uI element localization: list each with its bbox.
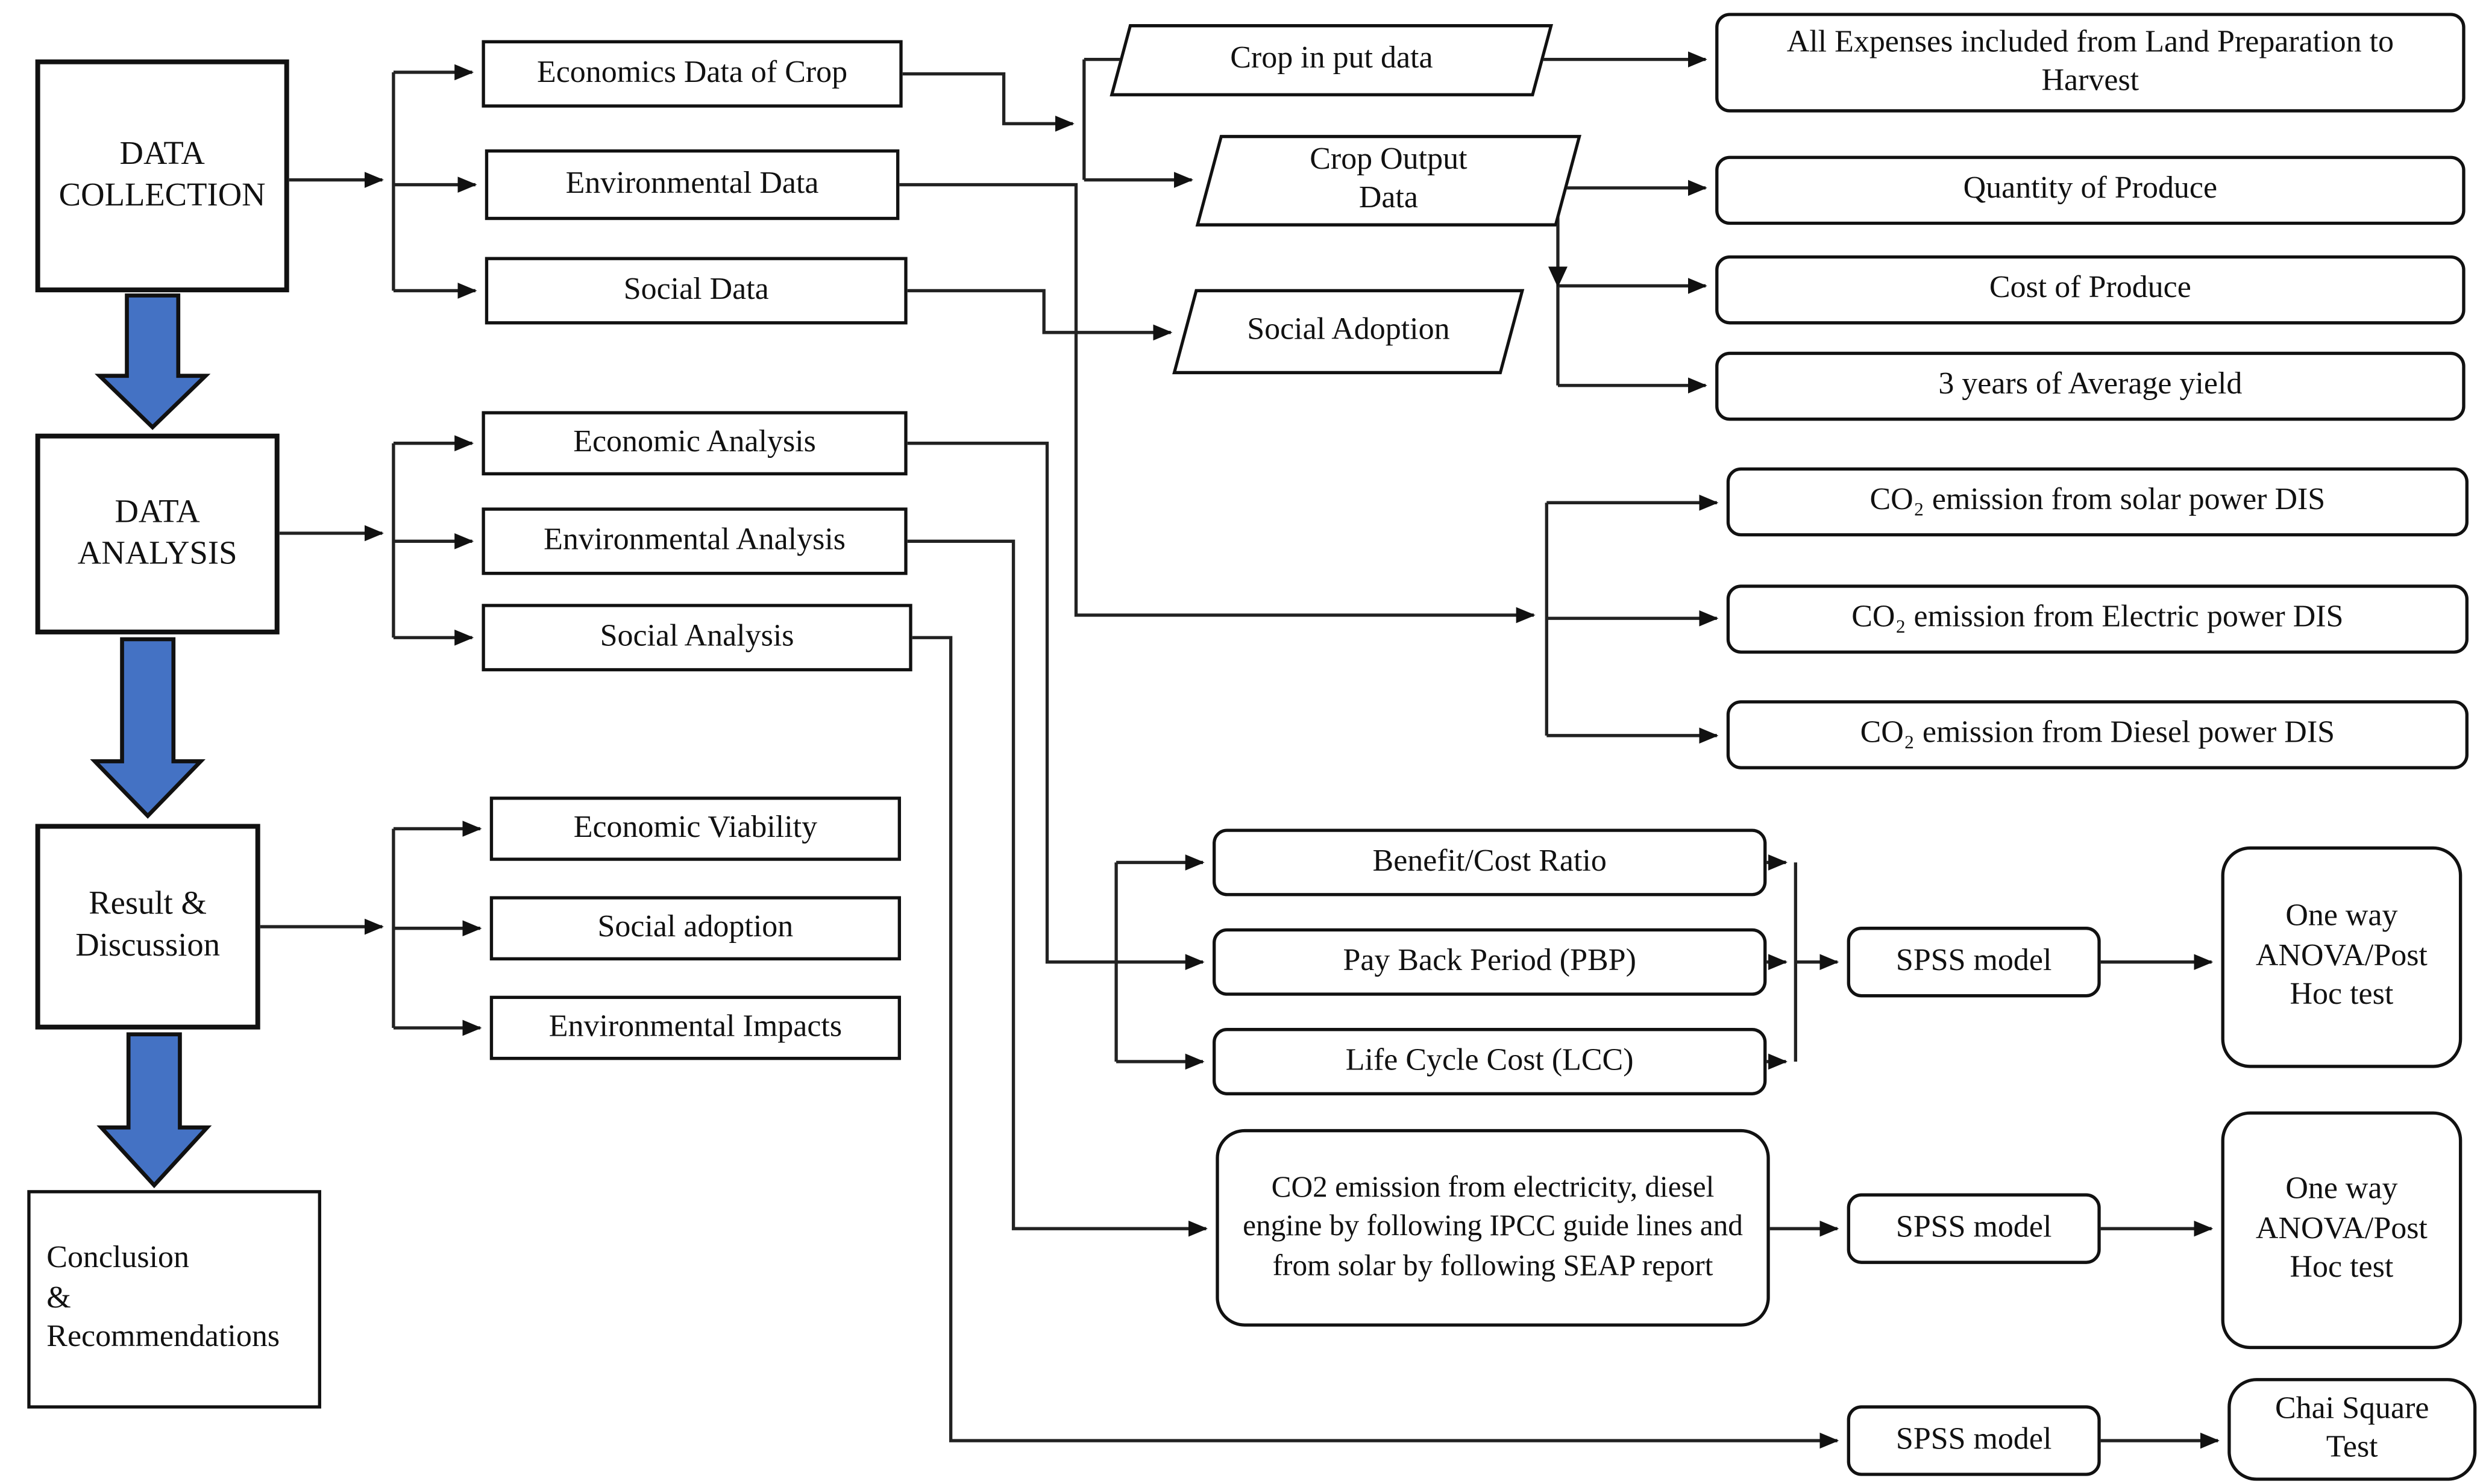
box-anova-posthoc-1[interactable]: One way ANOVA/Post Hoc test: [2221, 846, 2463, 1068]
box-environmental-analysis[interactable]: Environmental Analysis: [482, 507, 908, 575]
box-all-expenses[interactable]: All Expenses included from Land Preparat…: [1715, 13, 2466, 113]
box-anova-posthoc-2[interactable]: One way ANOVA/Post Hoc test: [2221, 1111, 2463, 1350]
box-spss-model-2[interactable]: SPSS model: [1847, 1193, 2101, 1264]
io-social-adoption-label: Social Adoption: [1247, 313, 1450, 348]
io-crop-output-label: Crop Output Data: [1310, 143, 1468, 216]
box-economic-viability[interactable]: Economic Viability: [489, 797, 902, 861]
box-social-adoption-result[interactable]: Social adoption: [489, 896, 902, 961]
edge-envanalysis-run: [907, 539, 1208, 1237]
box-cost-of-produce[interactable]: Cost of Produce: [1715, 255, 2466, 325]
stage-data-collection[interactable]: DATA COLLECTION: [35, 59, 289, 293]
edge-socialdata-adoption: [907, 289, 1173, 341]
box-quantity-of-produce[interactable]: Quantity of Produce: [1715, 155, 2466, 225]
box-co2-paragraph[interactable]: CO2 emission from electricity, diesel en…: [1216, 1129, 1770, 1327]
stage-result-discussion[interactable]: Result & Discussion: [35, 824, 260, 1030]
box-co2-electric[interactable]: CO₂ emission from Electric power DIS: [1726, 584, 2469, 654]
stage-conclusion[interactable]: Conclusion & Recommendations: [27, 1190, 321, 1409]
stage-data-analysis[interactable]: DATA ANALYSIS: [35, 433, 280, 634]
box-economic-analysis[interactable]: Economic Analysis: [482, 411, 908, 476]
box-environmental-impacts[interactable]: Environmental Impacts: [489, 995, 902, 1060]
edge-econdata-junction: [902, 72, 1075, 132]
box-life-cycle-cost[interactable]: Life Cycle Cost (LCC): [1212, 1027, 1767, 1095]
box-benefit-cost-ratio[interactable]: Benefit/Cost Ratio: [1212, 828, 1767, 897]
edge-econanalysis-run: [907, 442, 1117, 964]
io-crop-output-data[interactable]: Crop Output Data: [1195, 134, 1581, 227]
box-chai-square-test[interactable]: Chai Square Test: [2227, 1378, 2477, 1481]
box-spss-model-3[interactable]: SPSS model: [1847, 1405, 2101, 1476]
box-average-yield[interactable]: 3 years of Average yield: [1715, 351, 2466, 421]
box-environmental-data[interactable]: Environmental Data: [485, 149, 900, 221]
stage-arrow-3: [96, 1032, 212, 1189]
box-economics-data-of-crop[interactable]: Economics Data of Crop: [482, 40, 903, 108]
box-co2-solar[interactable]: CO₂ emission from solar power DIS: [1726, 467, 2469, 537]
io-crop-input-data[interactable]: Crop in put data: [1110, 23, 1554, 96]
edge-socialanalysis-run: [912, 636, 1839, 1449]
box-co2-diesel[interactable]: CO₂ emission from Diesel power DIS: [1726, 700, 2469, 769]
box-payback-period[interactable]: Pay Back Period (PBP): [1212, 928, 1767, 996]
edge-envdata-run: [899, 183, 1536, 624]
box-social-data[interactable]: Social Data: [485, 257, 908, 325]
io-social-adoption[interactable]: Social Adoption: [1172, 289, 1525, 375]
io-crop-input-label: Crop in put data: [1230, 42, 1433, 77]
stage-arrow-2: [90, 637, 206, 819]
down-arrowhead: [1548, 266, 1568, 288]
box-spss-model-1[interactable]: SPSS model: [1847, 927, 2101, 998]
stage-arrow-1: [95, 293, 211, 430]
box-social-analysis[interactable]: Social Analysis: [482, 604, 912, 672]
